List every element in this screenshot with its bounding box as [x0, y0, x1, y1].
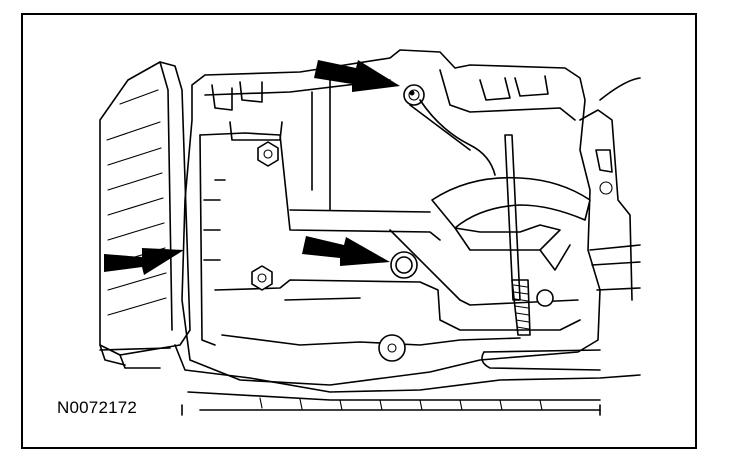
arrow-center-bolt: [302, 236, 390, 266]
figure-code-label: N0072172: [57, 398, 138, 417]
hold-down-rod: [504, 134, 554, 336]
figure-frame: [21, 13, 697, 449]
bottom-rail: [99, 344, 641, 416]
bolt-upper-left-icon: [257, 141, 279, 167]
upper-nut-icon: [403, 84, 425, 106]
bolt-bottom-center-icon: [378, 334, 406, 362]
left-fin-panel: [99, 61, 191, 366]
center-bolt-icon: [390, 251, 418, 279]
right-side-structure: [579, 77, 641, 301]
arrow-upper-nut: [314, 60, 400, 92]
bolt-lower-left-icon: [251, 265, 273, 291]
arrow-left-edge: [104, 248, 184, 275]
hold-down-strap: [419, 99, 591, 271]
